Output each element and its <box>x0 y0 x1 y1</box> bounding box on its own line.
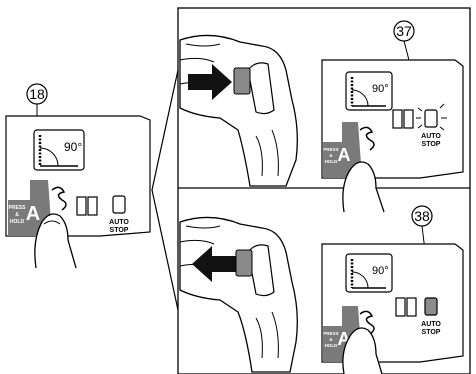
angle-icon-bottom: 90° <box>346 254 392 292</box>
svg-text:STOP: STOP <box>110 227 129 234</box>
svg-text:AUTO: AUTO <box>421 133 441 140</box>
callout-18: 18 <box>29 86 45 102</box>
callout-38: 38 <box>414 208 430 224</box>
svg-text:&: & <box>15 212 19 218</box>
auto-stop-led-top <box>425 110 437 127</box>
indicator-box-2 <box>88 197 97 215</box>
svg-text:A: A <box>338 145 351 165</box>
left-panel: 18 90° A PRESS & HOLD AUTO STOP <box>6 84 150 268</box>
svg-text:STOP: STOP <box>422 141 441 148</box>
svg-text:AUTO: AUTO <box>109 219 129 226</box>
svg-text:STOP: STOP <box>422 329 441 336</box>
indicator-box-1 <box>77 197 86 215</box>
callout-37: 37 <box>396 23 412 39</box>
angle-icon-top: 90° <box>346 72 392 110</box>
angle-icon: 90° <box>34 130 84 170</box>
svg-text:HOLD: HOLD <box>10 219 25 225</box>
svg-text:90°: 90° <box>64 140 82 154</box>
svg-text:90°: 90° <box>372 265 389 277</box>
auto-stop-led-bottom <box>425 298 437 315</box>
svg-text:PRESS: PRESS <box>9 205 27 211</box>
auto-stop-led-icon <box>113 196 125 213</box>
indicator-box-top-1 <box>393 110 402 128</box>
indicator-box-bottom-1 <box>396 298 405 316</box>
svg-text:HOLD: HOLD <box>325 159 338 164</box>
mode-letter: A <box>26 203 40 225</box>
zoom-connector <box>152 70 178 310</box>
indicator-box-top-2 <box>404 110 413 128</box>
svg-text:PRESS: PRESS <box>323 331 338 336</box>
indicator-box-bottom-2 <box>407 298 416 316</box>
svg-text:AUTO: AUTO <box>421 321 441 328</box>
svg-text:90°: 90° <box>372 83 389 95</box>
svg-text:HOLD: HOLD <box>325 343 338 348</box>
svg-text:PRESS: PRESS <box>323 147 338 152</box>
